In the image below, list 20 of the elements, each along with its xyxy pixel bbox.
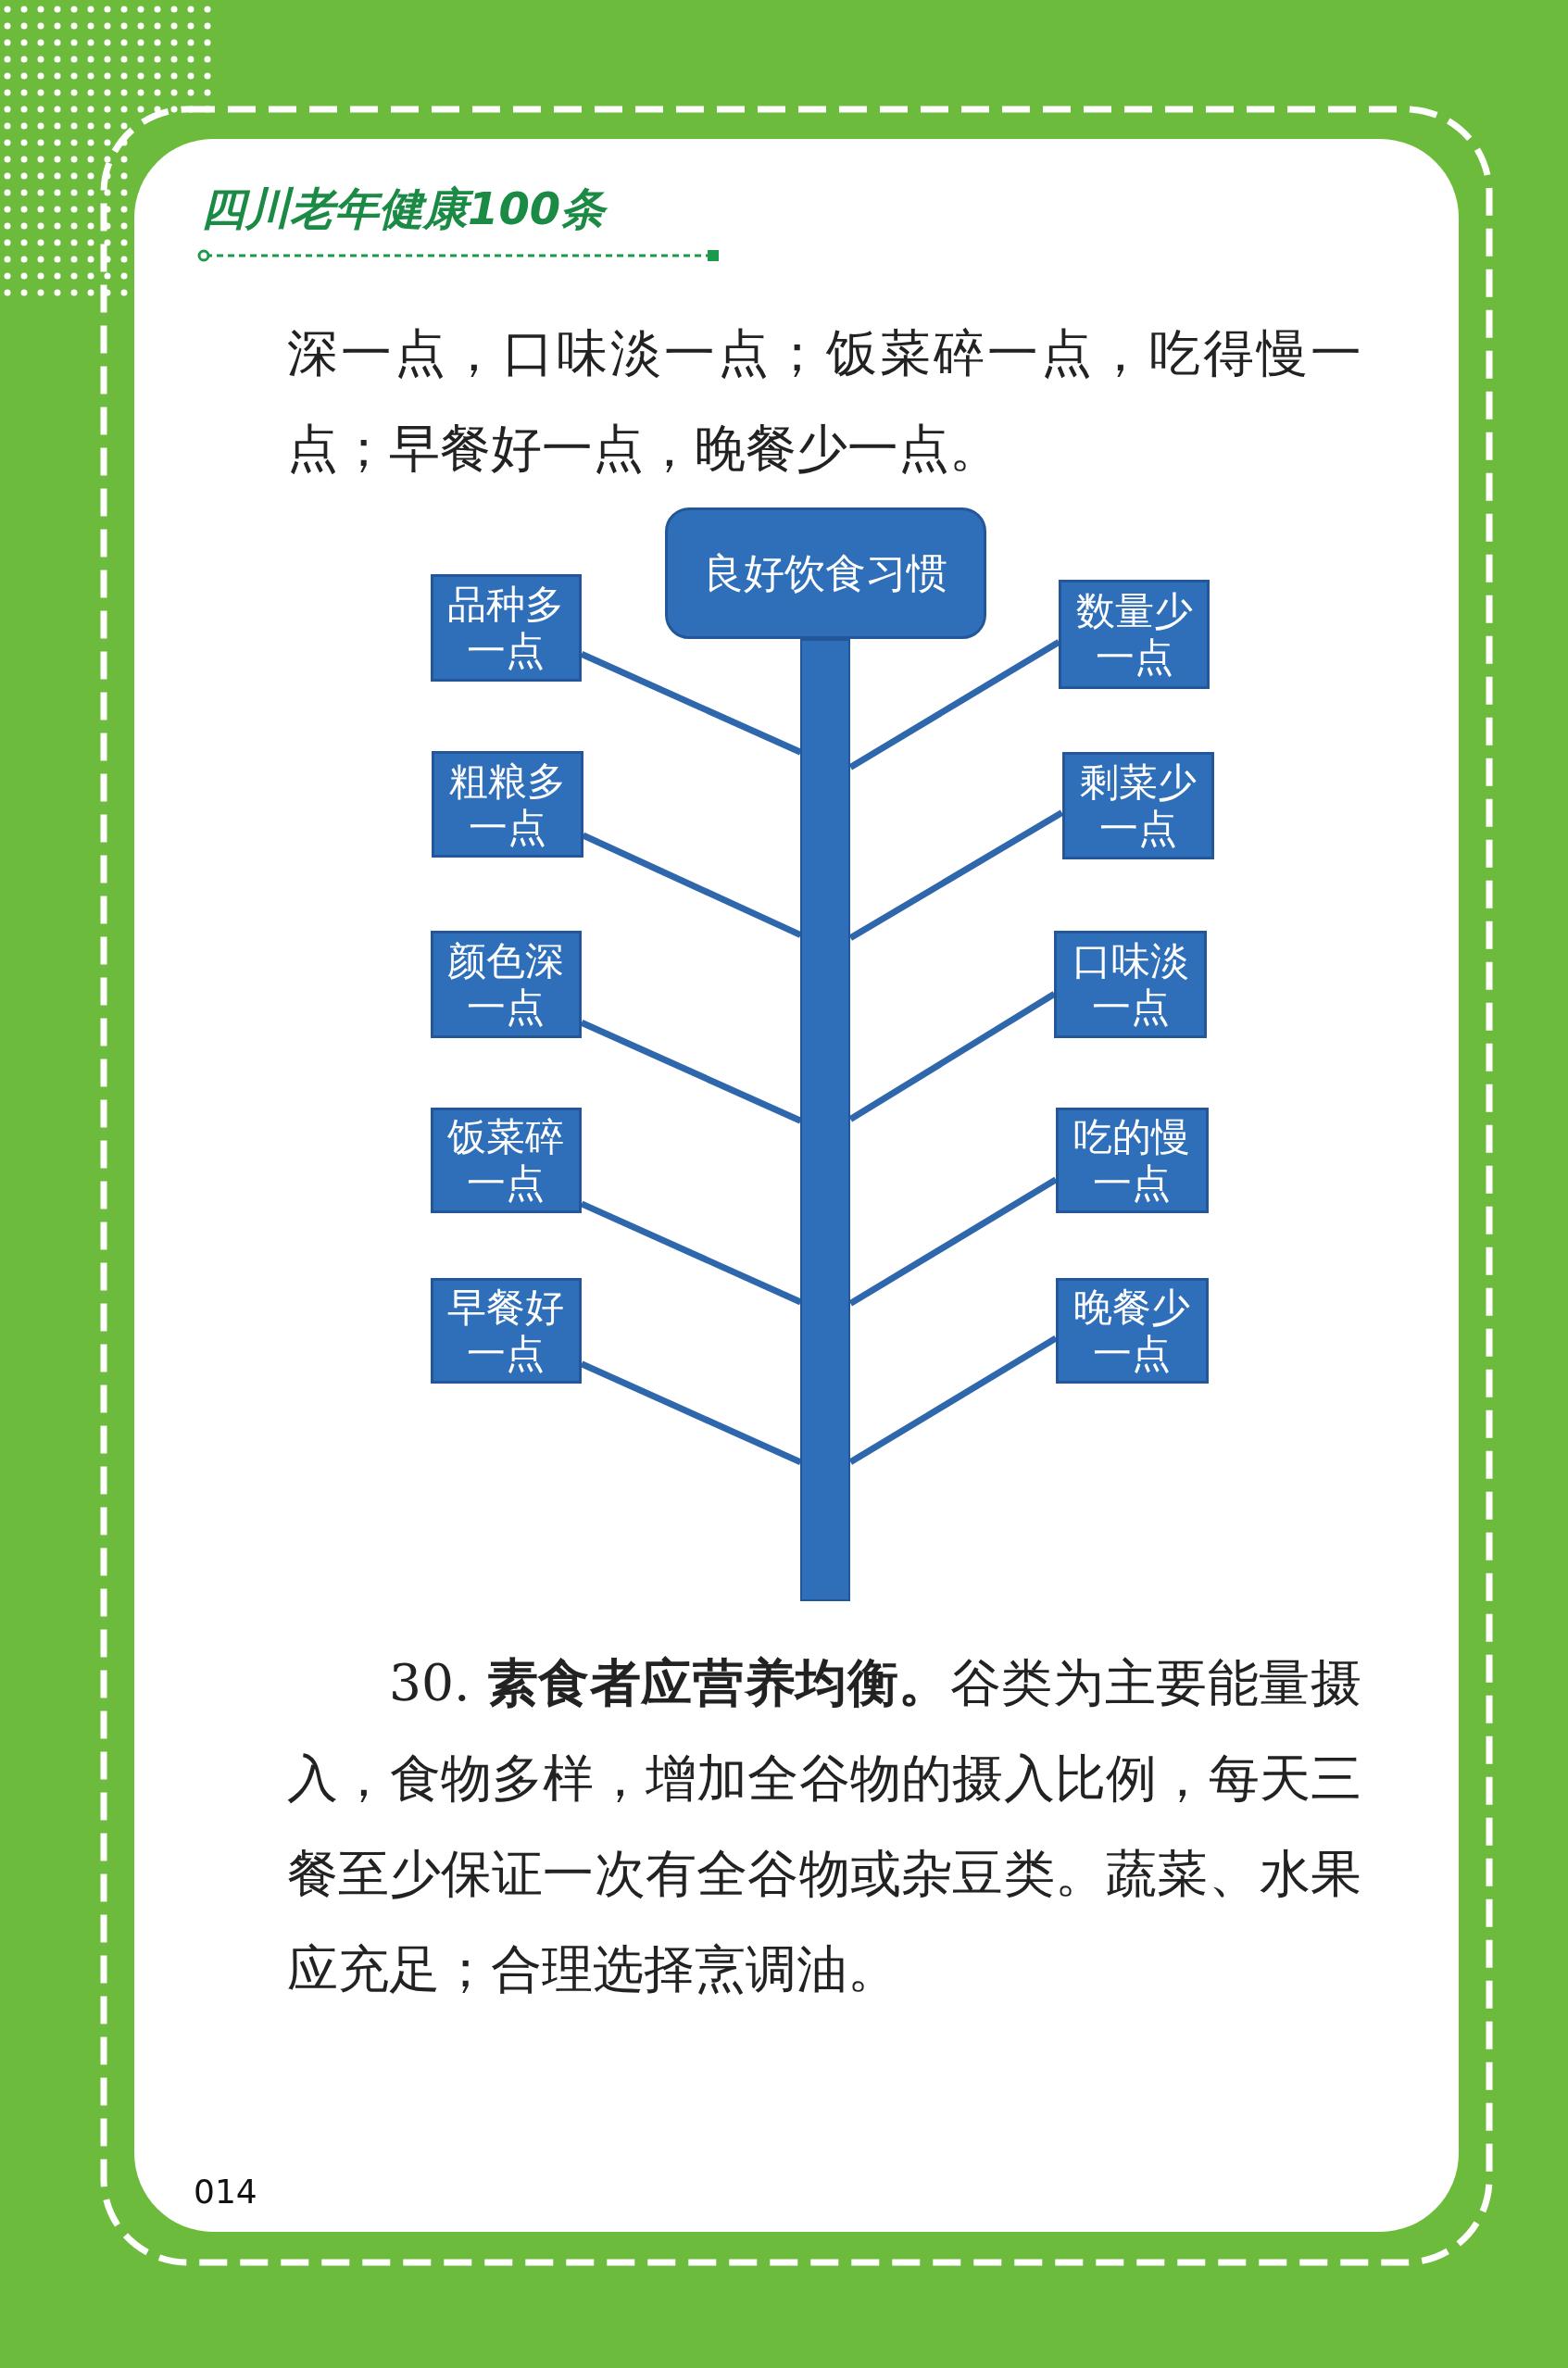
branch-line xyxy=(580,1020,802,1124)
title-box: 良好饮食习惯 xyxy=(664,507,987,639)
category-box: 早餐好一点 xyxy=(430,1277,582,1384)
category-box: 数量少一点 xyxy=(1059,580,1210,689)
category-box: 颜色深一点 xyxy=(430,930,582,1038)
branch-line xyxy=(582,832,802,938)
branch-line xyxy=(580,651,802,756)
category-box: 剩菜少一点 xyxy=(1061,752,1215,860)
category-box: 晚餐少一点 xyxy=(1056,1277,1209,1384)
category-box: 粗粮多一点 xyxy=(432,750,583,858)
page-number: 014 xyxy=(194,2172,257,2212)
paragraph-text: 深一点，口味淡一点；饭菜碎一点，吃得慢一点；早餐好一点，晚餐少一点。 xyxy=(287,322,1361,480)
branch-line xyxy=(580,1200,802,1306)
category-box: 口味淡一点 xyxy=(1054,930,1208,1038)
trunk-bar xyxy=(800,638,851,1601)
category-box: 品种多一点 xyxy=(430,573,582,682)
branch-line xyxy=(580,1360,802,1466)
paragraph-text: 30. 素食者应营养均衡。谷类为主要能量摄入，食物多样，增加全谷物的摄入比例，每天三餐至少保证一次有全谷物或杂豆类。蔬菜、水果应充足；合理选择烹调油。 xyxy=(287,1651,1361,2000)
category-box: 吃的慢一点 xyxy=(1056,1107,1209,1213)
category-box: 饭菜碎一点 xyxy=(430,1107,582,1213)
